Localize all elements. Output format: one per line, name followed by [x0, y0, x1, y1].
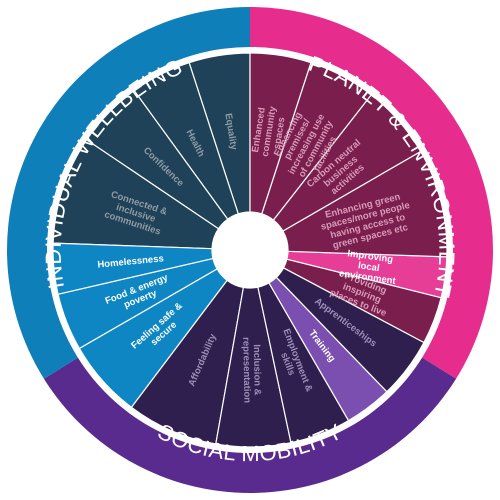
ring-sector-individual-wellbeing: [7, 7, 250, 379]
segment-wedges: [52, 52, 448, 448]
segment-affordability: [130, 279, 245, 445]
center-hole: [212, 212, 288, 288]
segment-label-enhanced-community-spaces: Enhancedcommunityspaces: [249, 103, 289, 159]
segment-label-inclusion-representation: Inclusion &representation: [240, 337, 263, 404]
outer-ring: [7, 7, 493, 494]
ring-sector-planet-environment: [250, 7, 493, 379]
ring-sector-social-mobility: [43, 357, 457, 494]
